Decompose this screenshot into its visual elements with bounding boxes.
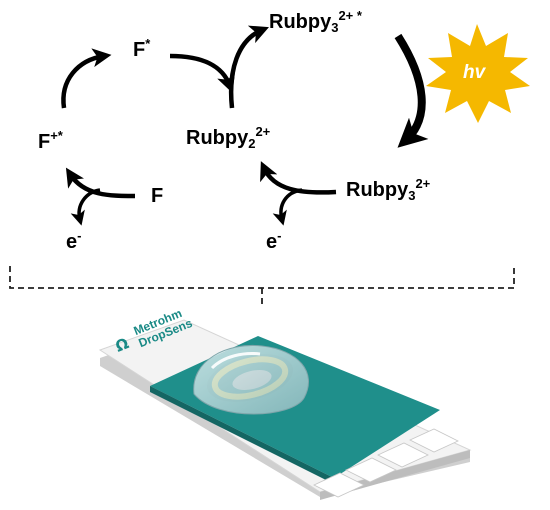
arrow-left-electron-release [70, 188, 101, 226]
arrow-right-electron-release [272, 188, 303, 226]
arrow-excited-decay [394, 33, 429, 148]
species-f-plus-star: F+* [38, 128, 63, 153]
arrow-f-star-reacts [169, 53, 235, 94]
light-burst-icon [426, 24, 530, 123]
arrow-f-to-f-plus-star [65, 167, 136, 199]
species-rubpy2: Rubpy22+ [186, 124, 271, 151]
contact-strips [313, 428, 459, 498]
dashed-bracket [9, 266, 515, 306]
species-electron-left: e- [66, 228, 82, 253]
species-rubpy3-ground: Rubpy32+ [346, 176, 431, 203]
electrode-strip: Ω [98, 319, 472, 500]
arrow-rubpy3-to-rubpy2 [260, 161, 337, 195]
species-rubpy3-excited: Rubpy32+ * [269, 8, 362, 35]
light-emission-label: hv [463, 62, 486, 83]
arrow-f-plus-star-to-f-star [61, 48, 112, 109]
sample-droplet [193, 344, 309, 415]
species-electron-right: e- [266, 228, 282, 253]
species-f: F [151, 185, 164, 207]
species-f-star: F* [133, 36, 151, 61]
arrow-rubpy2-to-rubpy3-excited [228, 25, 269, 109]
